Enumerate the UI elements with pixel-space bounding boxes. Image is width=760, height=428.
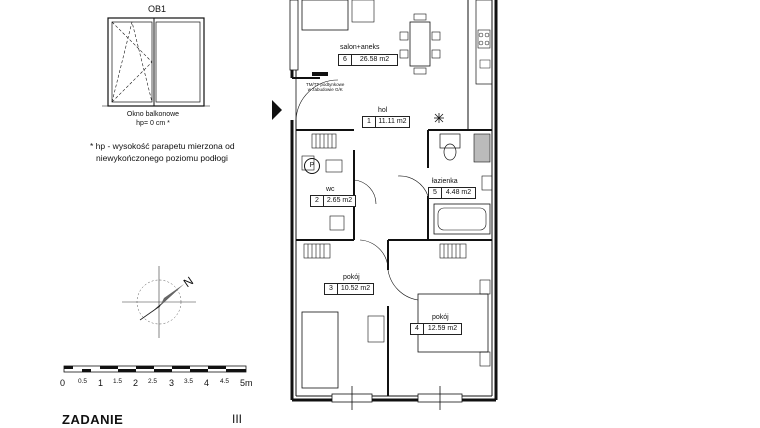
room-label-salon: salon+aneks: [340, 44, 380, 51]
room-name-lazienka: łazienka: [432, 178, 458, 185]
room-name-wc: wc: [326, 186, 335, 193]
note-line1: * hp - wysokość parapetu mierzona od: [90, 141, 235, 151]
scale-label-4: 4: [204, 378, 210, 388]
room-area-hol: 11.11 m2: [378, 118, 407, 125]
window-title: OB1: [148, 4, 167, 14]
scale-sublabel-1: 1.5: [113, 378, 123, 385]
room-box-lazienka: 5 4.48 m2: [428, 187, 476, 199]
scale-bar: [63, 365, 247, 373]
room-box-wc: 2 2.65 m2: [310, 195, 356, 207]
wc-p-symbol: P: [304, 158, 320, 174]
scale-label-2: 2: [133, 378, 139, 388]
room-name-salon: salon+aneks: [340, 44, 380, 51]
room-area-pokoj-3: 10.52 m2: [340, 285, 371, 292]
window-caption-line2: hp= 0 cm *: [136, 120, 170, 127]
room-box-salon: 6 26.58 m2: [338, 54, 398, 66]
window-caption-line1: Okno balkonowe: [126, 111, 180, 118]
floor-plan: [272, 0, 498, 410]
room-label-pokoj-3: pokój: [343, 274, 360, 281]
scale-sublabel-3: 3.5: [184, 378, 194, 385]
room-area-wc: 2.65 m2: [326, 197, 353, 204]
room-area-pokoj-4: 12.59 m2: [427, 325, 458, 332]
room-box-pokoj-4: 4 12.59 m2: [410, 323, 462, 335]
room-name-pokoj-4: pokój: [432, 314, 449, 321]
room-area-salon: 26.58 m2: [359, 56, 390, 63]
scale-sublabel-0: 0.5: [78, 378, 88, 385]
room-number-wc: 2: [311, 196, 324, 206]
scale-label-1: 1: [98, 378, 104, 388]
room-name-hol: hol: [378, 107, 388, 114]
compass-rose: [122, 266, 196, 338]
note-line2: niewykończonego poziomu podłogi: [96, 153, 228, 163]
scale-label-3: 3: [169, 378, 175, 388]
tv-note-line2: w zabudowie G/K: [307, 87, 343, 92]
room-area-lazienka: 4.48 m2: [445, 189, 472, 196]
scale-sublabel-4: 4.5: [220, 378, 230, 385]
room-name-pokoj-3: pokój: [343, 274, 360, 281]
window-caption: Okno balkonowe hp= 0 cm *: [108, 110, 198, 128]
room-box-pokoj-3: 3 10.52 m2: [324, 283, 374, 295]
tv-note-line1: TM/TT podtynkowe: [306, 82, 345, 87]
room-number-lazienka: 5: [429, 188, 442, 198]
room-number-hol: 1: [363, 117, 376, 127]
room-label-lazienka: łazienka: [432, 178, 458, 185]
room-box-hol: 1 11.11 m2: [362, 116, 410, 128]
scale-label-0: 0: [60, 378, 66, 388]
window-elevation: [102, 17, 210, 107]
scale-sublabel-2: 2.5: [148, 378, 158, 385]
room-label-pokoj-4: pokój: [432, 314, 449, 321]
sill-height-note: * hp - wysokość parapetu mierzona od nie…: [90, 140, 235, 164]
tv-note: TM/TT podtynkowe w zabudowie G/K: [306, 82, 344, 92]
footer-stage: III: [232, 412, 243, 426]
room-number-salon: 6: [339, 55, 352, 65]
room-label-hol: hol: [378, 107, 387, 114]
scale-label-5: 5m: [240, 378, 253, 388]
room-label-wc: wc: [326, 186, 335, 193]
room-number-pokoj-3: 3: [325, 284, 338, 294]
room-number-pokoj-4: 4: [411, 324, 424, 334]
footer-title: ZADANIE: [62, 412, 124, 427]
